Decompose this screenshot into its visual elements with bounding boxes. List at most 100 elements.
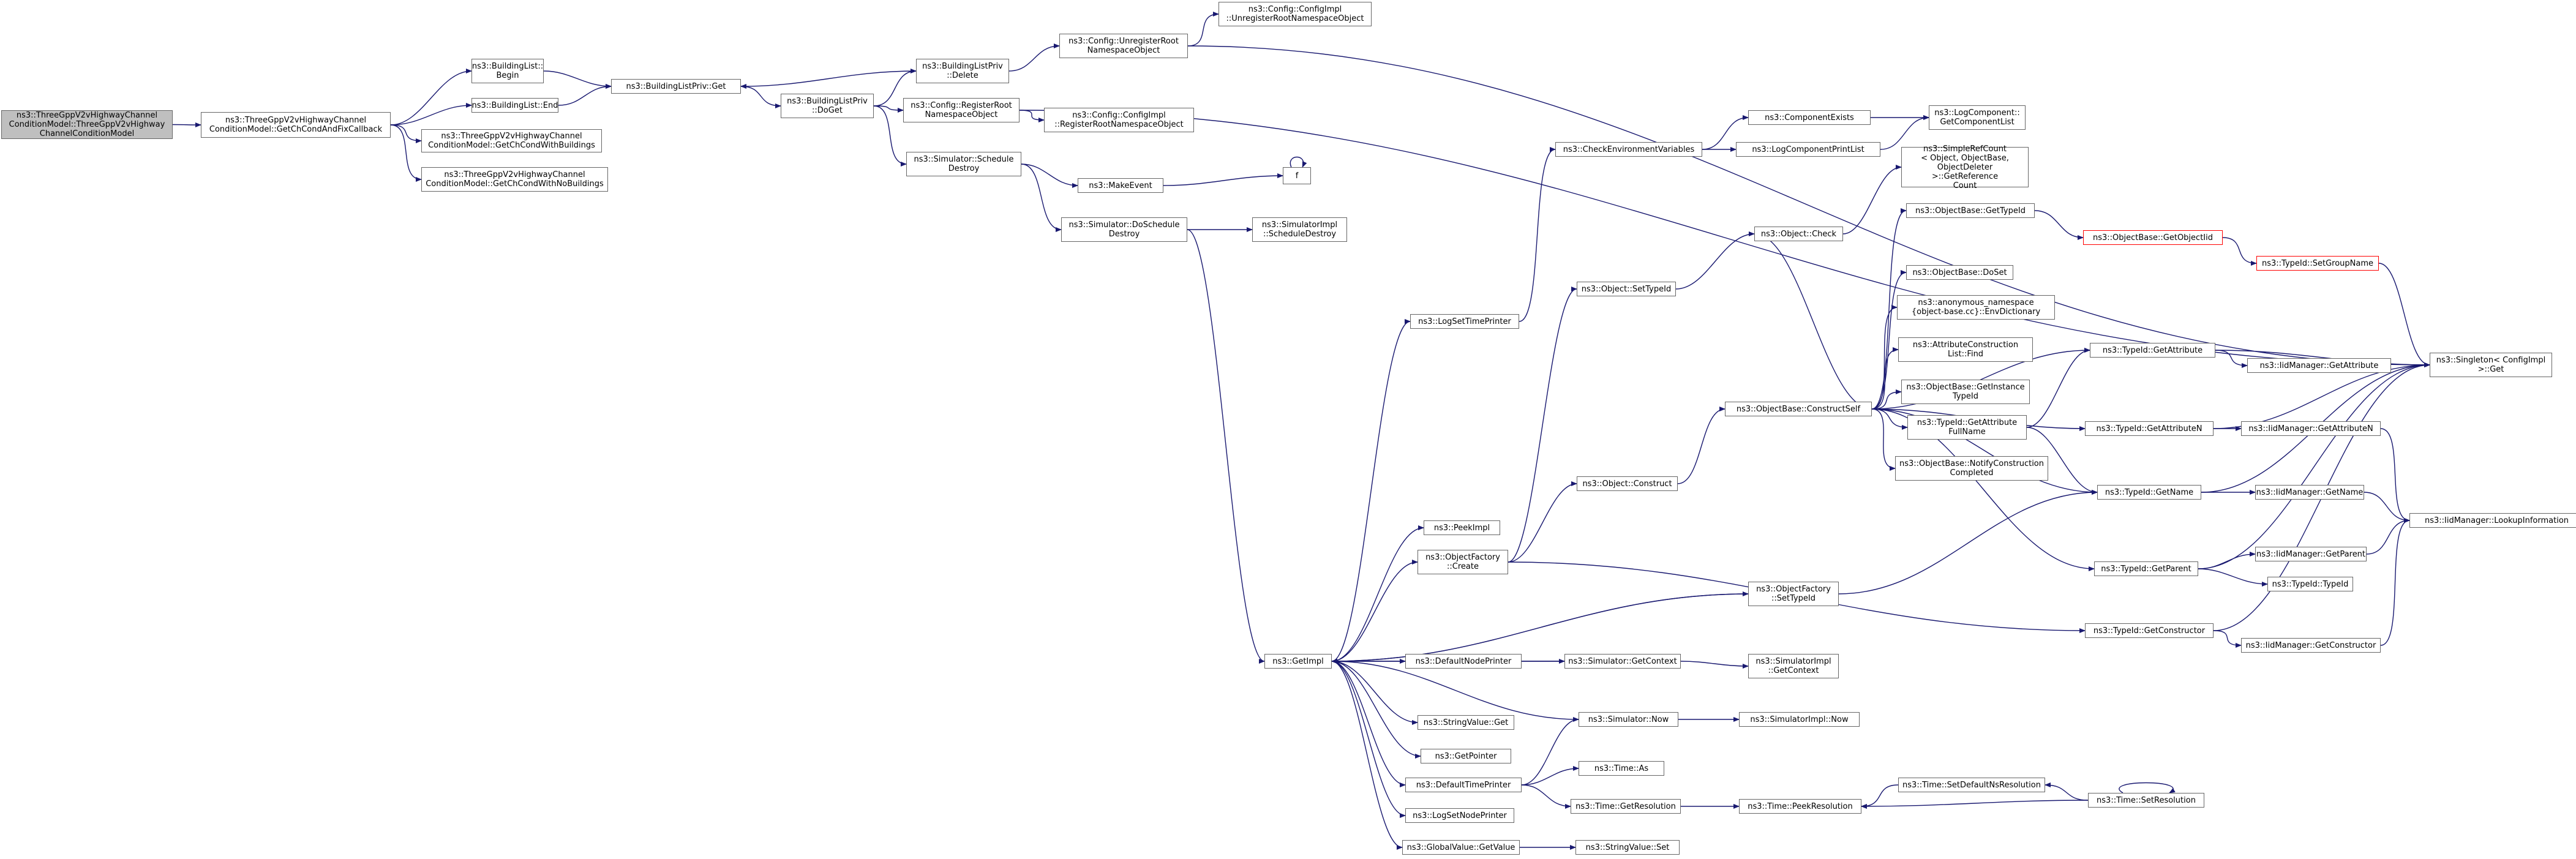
graph-node-attrconstr[interactable]: ns3::AttributeConstruction List::Find [1898,337,2033,362]
call-edge-f-to-f [1290,156,1307,168]
call-edge-objcheck-to-simplerefcount [1842,165,1902,234]
graph-node-lcprint[interactable]: ns3::LogComponentPrintList [1736,142,1880,157]
graph-node-nobuild[interactable]: ns3::ThreeGppV2vHighwayChannel Condition… [421,167,608,192]
graph-node-timesetres[interactable]: ns3::Time::SetResolution [2088,793,2204,808]
graph-node-iidgetattrn[interactable]: ns3::IidManager::GetAttributeN [2241,421,2381,436]
graph-node-simgetctx[interactable]: ns3::Simulator::GetContext [1564,654,1681,669]
graph-node-timeas[interactable]: ns3::Time::As [1579,761,1664,776]
graph-node-objconstruct[interactable]: ns3::Object::Construct [1577,476,1678,491]
graph-node-lcgetlist[interactable]: ns3::LogComponent:: GetComponentList [1929,105,2026,130]
call-edge-blpdelete-to-blpget [740,70,917,89]
graph-node-simplerefcount[interactable]: ns3::SimpleRefCount < Object, ObjectBase… [1901,144,2029,190]
call-edge-simdosched-to-getimpl [1187,229,1265,664]
graph-node-simnow[interactable]: ns3::Simulator::Now [1579,712,1678,727]
graph-node-cfgunreg[interactable]: ns3::Config::UnregisterRoot NamespaceObj… [1059,34,1188,58]
graph-node-iidgetconstr[interactable]: ns3::IidManager::GetConstructor [2241,638,2381,653]
graph-node-cfgreg[interactable]: ns3::Config::RegisterRoot NamespaceObjec… [903,98,1020,122]
graph-node-simdosched[interactable]: ns3::Simulator::DoSchedule Destroy [1061,217,1187,242]
graph-node-blpdelete[interactable]: ns3::BuildingListPriv ::Delete [916,59,1009,83]
call-edge-objbaseconstruct-to-tidgetname [1871,408,2098,495]
call-edge-iidgetname-to-iidlookup [2364,492,2410,523]
graph-node-objcheck[interactable]: ns3::Object::Check [1754,227,1843,241]
graph-node-stringvalset[interactable]: ns3::StringValue::Set [1575,840,1680,855]
graph-node-withbuild[interactable]: ns3::ThreeGppV2vHighwayChannel Condition… [421,129,602,152]
call-edge-cfgunreg-to-cfgimplunreg [1187,12,1219,47]
graph-node-cfgimplunreg[interactable]: ns3::Config::ConfigImpl ::UnregisterRoot… [1219,2,1372,26]
call-edge-tidgetconstr-to-iidgetconstr [2213,630,2242,648]
graph-node-makeevent[interactable]: ns3::MakeEvent [1078,178,1163,193]
graph-node-logsetnode[interactable]: ns3::LogSetNodePrinter [1405,808,1514,823]
graph-node-simimplgetctx[interactable]: ns3::SimulatorImpl ::GetContext [1748,654,1839,678]
graph-node-blend[interactable]: ns3::BuildingList::End [471,98,558,113]
graph-node-tidgetattr[interactable]: ns3::TypeId::GetAttribute [2090,343,2215,358]
call-edge-objbaseconstruct-to-attrconstr [1871,347,1899,410]
graph-node-iidlookup[interactable]: ns3::IidManager::LookupInformation [2409,513,2576,528]
graph-node-objbasedoset[interactable]: ns3::ObjectBase::DoSet [1906,265,2013,280]
call-edge-makeevent-to-f [1163,173,1283,186]
graph-node-tidgetattrfull[interactable]: ns3::TypeId::GetAttribute FullName [1907,415,2027,440]
graph-node-objbaseconstruct[interactable]: ns3::ObjectBase::ConstructSelf [1725,402,1872,416]
graph-node-tidgetattrn[interactable]: ns3::TypeId::GetAttributeN [2085,421,2214,436]
graph-node-objbasegettid[interactable]: ns3::ObjectBase::GetTypeId [1906,203,2035,218]
graph-node-tidgetname[interactable]: ns3::TypeId::GetName [2097,485,2201,500]
graph-node-logsettime[interactable]: ns3::LogSetTimePrinter [1410,314,1519,329]
graph-node-getimpl[interactable]: ns3::GetImpl [1264,654,1332,669]
call-edge-getchcond-to-withbuild [390,124,422,143]
call-edge-iidgetconstr-to-iidlookup [2380,518,2410,646]
graph-node-timepeekres[interactable]: ns3::Time::PeekResolution [1739,799,1861,814]
call-edge-simnow-to-getimpl [1331,659,1579,720]
graph-node-objbasenotify[interactable]: ns3::ObjectBase::NotifyConstruction Comp… [1895,456,2048,481]
graph-node-singleton[interactable]: ns3::Singleton< ConfigImpl >::Get [2430,353,2552,377]
graph-node-tidsetgroup[interactable]: ns3::TypeId::SetGroupName [2256,256,2379,271]
call-edge-objbaseconstruct-to-objbasenotify [1871,408,1896,471]
graph-node-simsched[interactable]: ns3::Simulator::Schedule Destroy [906,152,1021,176]
call-edge-simsched-to-simdosched [1021,163,1062,232]
call-edge-objbasegettid-to-objbasegetoid [2034,210,2084,240]
call-edge-iidgetparent-to-iidlookup [2366,518,2410,555]
graph-node-stringvalget[interactable]: ns3::StringValue::Get [1418,715,1514,730]
graph-node-peekimpl[interactable]: ns3::PeekImpl [1424,520,1500,535]
graph-node-tidtypeid[interactable]: ns3::TypeId::TypeId [2267,577,2353,591]
graph-node-checkenv[interactable]: ns3::CheckEnvironmentVariables [1555,142,1702,157]
graph-node-blbegin[interactable]: ns3::BuildingList:: Begin [471,59,544,83]
call-edge-timesetres-to-timepeekres [1861,800,2089,809]
graph-node-objfactcreate[interactable]: ns3::ObjectFactory ::Create [1418,550,1508,574]
graph-node-defnodeprinter[interactable]: ns3::DefaultNodePrinter [1405,654,1522,669]
graph-node-root[interactable]: ns3::ThreeGppV2vHighwayChannel Condition… [1,110,173,139]
call-edge-objbasegetoid-to-tidsetgroup [2222,237,2257,266]
call-edge-objconstruct-to-objbaseconstruct [1677,407,1725,484]
graph-node-envdict[interactable]: ns3::anonymous_namespace {object-base.cc… [1897,295,2055,320]
graph-node-timesetdefres[interactable]: ns3::Time::SetDefaultNsResolution [1898,778,2045,792]
graph-node-simimplsched[interactable]: ns3::SimulatorImpl ::ScheduleDestroy [1252,217,1347,242]
graph-node-f[interactable]: f [1283,167,1311,184]
graph-node-compexists[interactable]: ns3::ComponentExists [1748,110,1871,125]
call-edge-iidgetattrn-to-iidlookup [2380,428,2410,523]
graph-node-objfactsettid[interactable]: ns3::ObjectFactory ::SetTypeId [1748,582,1839,606]
graph-node-blpdoget[interactable]: ns3::BuildingListPriv ::DoGet [781,94,874,118]
call-edge-timesetres-to-timesetdefres [2045,782,2089,801]
graph-node-getpointer[interactable]: ns3::GetPointer [1421,749,1511,763]
graph-node-gvgetvalue[interactable]: ns3::GlobalValue::GetValue [1402,840,1520,855]
graph-node-blpget[interactable]: ns3::BuildingListPriv::Get [611,79,741,94]
graph-node-iidgetname[interactable]: ns3::IidManager::GetName [2255,485,2364,500]
call-edge-getimpl-to-objfactcreate [1331,560,1418,662]
graph-node-getchcond[interactable]: ns3::ThreeGppV2vHighwayChannel Condition… [201,112,391,138]
graph-node-tidgetconstr[interactable]: ns3::TypeId::GetConstructor [2085,623,2214,638]
graph-node-timegetres[interactable]: ns3::Time::GetResolution [1571,799,1681,814]
graph-node-cfgimplreg[interactable]: ns3::Config::ConfigImpl ::RegisterRootNa… [1044,108,1194,132]
graph-node-tidgetparent[interactable]: ns3::TypeId::GetParent [2094,561,2198,576]
call-edge-tidgetattrfull-to-tidgetname [2026,427,2098,495]
graph-node-objsettid[interactable]: ns3::Object::SetTypeId [1577,282,1676,296]
graph-node-deftimeprinter[interactable]: ns3::DefaultTimePrinter [1405,778,1522,792]
call-edge-tidgetparent-to-tidtypeid [2198,568,2268,587]
call-edge-getimpl-to-deftimeprinter [1331,661,1406,787]
call-edge-timesetres-to-timesetres [2119,782,2176,793]
graph-node-iidgetattr[interactable]: ns3::IidManager::GetAttribute [2247,358,2391,373]
graph-node-objbasegetinst[interactable]: ns3::ObjectBase::GetInstance TypeId [1901,380,2030,404]
call-edge-objbaseconstruct-to-tidgetparent [1871,408,2095,571]
graph-node-objbasegetoid[interactable]: ns3::ObjectBase::GetObjectIid [2083,230,2223,245]
call-edge-objbaseconstruct-to-envdict [1871,305,1898,410]
graph-node-simimplnow[interactable]: ns3::SimulatorImpl::Now [1739,712,1860,727]
graph-node-iidgetparent[interactable]: ns3::IidManager::GetParent [2255,547,2367,561]
